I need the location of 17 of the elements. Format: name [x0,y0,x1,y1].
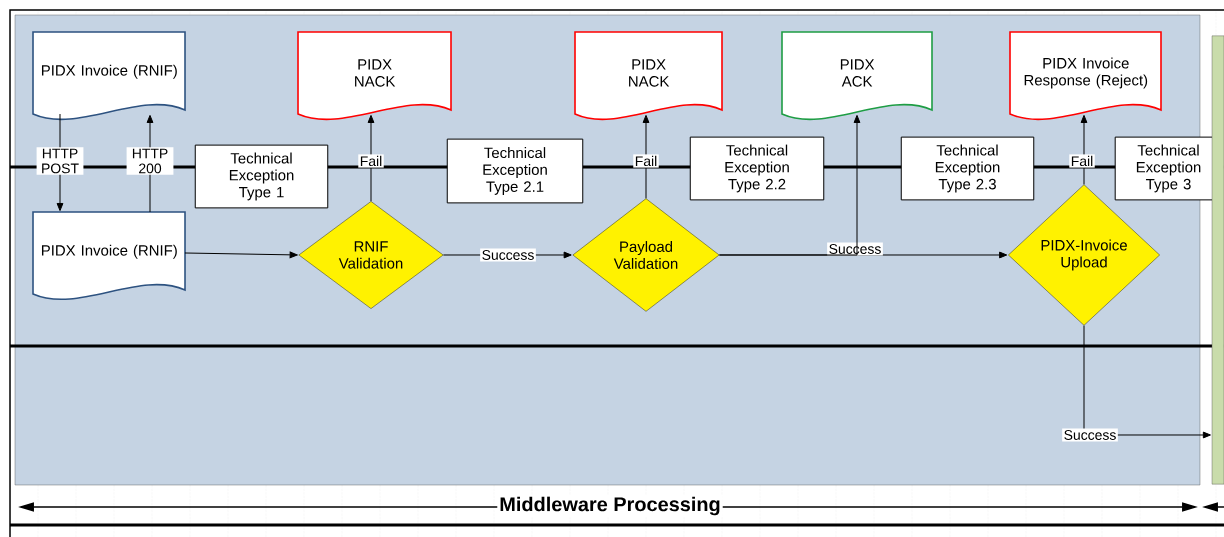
exception-box: Technical Exception Type 2.2 [689,136,825,201]
exception-box: Technical Exception Type 2.3 [900,136,1035,201]
arrow [184,251,298,259]
edge-label: Fail [1069,154,1095,168]
exception-box: Technical Exception Type 1 [194,144,329,209]
arrow [642,114,650,199]
edge-label: Fail [633,154,659,168]
exception-box: Technical Exception Type 2.1 [446,138,584,204]
exception-box: Technical Exception Type 3 [1114,136,1223,201]
side-panel [1211,35,1224,485]
arrow [367,114,375,202]
arrow [718,114,861,256]
edge-label: HTTP POST [36,147,84,175]
dimension-label: Middleware Processing [497,494,723,518]
arrow [1080,114,1088,185]
edge-label: Fail [358,154,384,168]
edge-label: HTTP 200 [126,147,174,175]
